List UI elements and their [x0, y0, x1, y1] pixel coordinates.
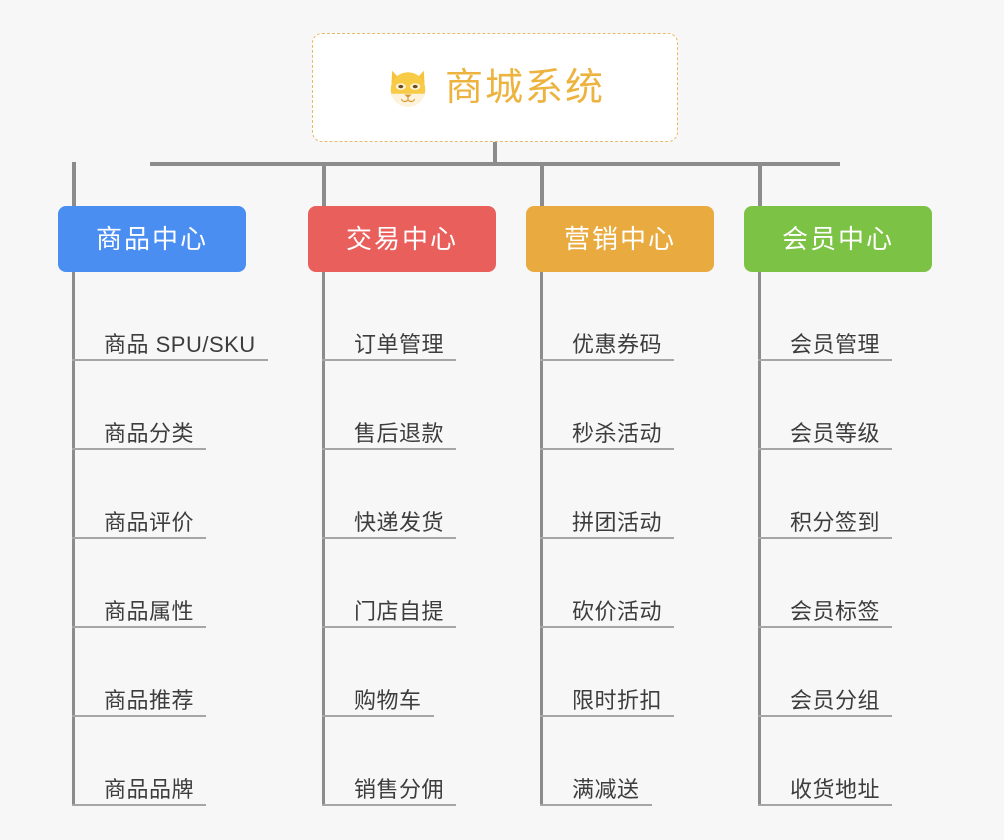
connector-category-1: [72, 162, 76, 208]
leaf-label: 售后退款: [354, 420, 445, 446]
leaf-underline: [72, 537, 206, 539]
category-label: 会员中心: [781, 224, 894, 254]
leaf-underline: [758, 537, 892, 539]
branch-spine: [758, 272, 761, 806]
leaf-label: 收货地址: [790, 776, 881, 802]
branch-spine: [540, 272, 543, 806]
leaf-underline: [758, 626, 892, 628]
leaf-label: 快递发货: [354, 509, 445, 535]
leaf-item[interactable]: 积分签到: [758, 450, 892, 539]
leaf-underline: [322, 626, 456, 628]
leaf-label: 优惠券码: [572, 331, 663, 357]
leaf-item[interactable]: 收货地址: [758, 717, 892, 806]
root-node[interactable]: 商城系统: [312, 33, 678, 142]
leaf-item[interactable]: 商品属性: [72, 539, 256, 628]
leaf-label: 商品品牌: [104, 776, 195, 802]
leaf-underline: [758, 715, 892, 717]
leaf-label: 门店自提: [354, 598, 445, 624]
leaf-underline: [72, 715, 206, 717]
leaf-underline: [540, 359, 674, 361]
leaf-item[interactable]: 订单管理: [322, 272, 456, 361]
root-title: 商城系统: [444, 66, 605, 109]
leaf-label: 商品分类: [104, 420, 195, 446]
leaf-underline: [322, 804, 456, 806]
leaf-item[interactable]: 商品评价: [72, 450, 256, 539]
shiba-dog-icon: [390, 70, 426, 107]
category-box-3[interactable]: 营销中心: [526, 206, 714, 272]
leaf-label: 限时折扣: [572, 687, 663, 713]
category-label: 营销中心: [563, 224, 676, 254]
leaf-item[interactable]: 门店自提: [322, 539, 456, 628]
leaf-underline: [540, 448, 674, 450]
connector-category-4: [758, 162, 762, 208]
leaf-underline: [758, 448, 892, 450]
leaf-underline: [322, 715, 434, 717]
leaf-label: 商品评价: [104, 509, 195, 535]
leaf-underline: [540, 715, 674, 717]
category-label: 商品中心: [95, 224, 208, 254]
category-box-2[interactable]: 交易中心: [308, 206, 496, 272]
leaf-list: 会员管理会员等级积分签到会员标签会员分组收货地址: [758, 272, 892, 806]
leaf-underline: [540, 537, 674, 539]
leaf-label: 会员标签: [790, 598, 881, 624]
leaf-item[interactable]: 购物车: [322, 628, 444, 717]
leaf-underline: [322, 448, 456, 450]
leaf-item[interactable]: 快递发货: [322, 450, 456, 539]
leaf-underline: [540, 626, 674, 628]
leaf-label: 会员等级: [790, 420, 881, 446]
leaf-underline: [72, 359, 268, 361]
leaf-label: 订单管理: [354, 331, 445, 357]
connector-root-stem: [493, 142, 497, 164]
category-label: 交易中心: [345, 224, 458, 254]
leaf-item[interactable]: 会员管理: [758, 272, 892, 361]
connector-category-2: [322, 162, 326, 208]
leaf-underline: [758, 359, 892, 361]
leaf-item[interactable]: 售后退款: [322, 361, 456, 450]
leaf-label: 会员管理: [790, 331, 881, 357]
leaf-item[interactable]: 会员标签: [758, 539, 892, 628]
leaf-label: 商品推荐: [104, 687, 195, 713]
leaf-item[interactable]: 拼团活动: [540, 450, 674, 539]
leaf-list: 优惠券码秒杀活动拼团活动砍价活动限时折扣满减送: [540, 272, 674, 806]
leaf-label: 积分签到: [790, 509, 881, 535]
leaf-item[interactable]: 会员等级: [758, 361, 892, 450]
branch-spine: [322, 272, 325, 806]
leaf-item[interactable]: 销售分佣: [322, 717, 456, 806]
leaf-item[interactable]: 砍价活动: [540, 539, 674, 628]
branch-spine: [72, 272, 75, 806]
leaf-item[interactable]: 商品推荐: [72, 628, 256, 717]
leaf-underline: [72, 448, 206, 450]
leaf-item[interactable]: 限时折扣: [540, 628, 674, 717]
leaf-label: 会员分组: [790, 687, 881, 713]
connector-category-3: [540, 162, 544, 208]
leaf-underline: [322, 537, 456, 539]
leaf-item[interactable]: 商品 SPU/SKU: [72, 272, 268, 361]
leaf-label: 拼团活动: [572, 509, 663, 535]
leaf-item[interactable]: 商品分类: [72, 361, 256, 450]
leaf-label: 商品 SPU/SKU: [104, 331, 256, 357]
leaf-list: 商品 SPU/SKU 商品分类商品评价商品属性商品推荐商品品牌: [72, 272, 268, 806]
leaf-underline: [72, 626, 206, 628]
leaf-item[interactable]: 秒杀活动: [540, 361, 674, 450]
category-box-1[interactable]: 商品中心: [58, 206, 246, 272]
leaf-label: 购物车: [354, 687, 422, 713]
leaf-underline: [758, 804, 892, 806]
leaf-label: 商品属性: [104, 598, 195, 624]
leaf-label: 满减送: [572, 776, 640, 802]
leaf-label: 砍价活动: [572, 598, 663, 624]
leaf-item[interactable]: 会员分组: [758, 628, 892, 717]
leaf-item[interactable]: 满减送: [540, 717, 662, 806]
leaf-underline: [72, 804, 206, 806]
connector-horizontal-bus: [150, 162, 840, 166]
leaf-label: 销售分佣: [354, 776, 445, 802]
leaf-underline: [322, 359, 456, 361]
leaf-underline: [540, 804, 652, 806]
category-box-4[interactable]: 会员中心: [744, 206, 932, 272]
leaf-item[interactable]: 商品品牌: [72, 717, 256, 806]
leaf-label: 秒杀活动: [572, 420, 663, 446]
leaf-item[interactable]: 优惠券码: [540, 272, 674, 361]
leaf-list: 订单管理售后退款快递发货门店自提购物车销售分佣: [322, 272, 456, 806]
